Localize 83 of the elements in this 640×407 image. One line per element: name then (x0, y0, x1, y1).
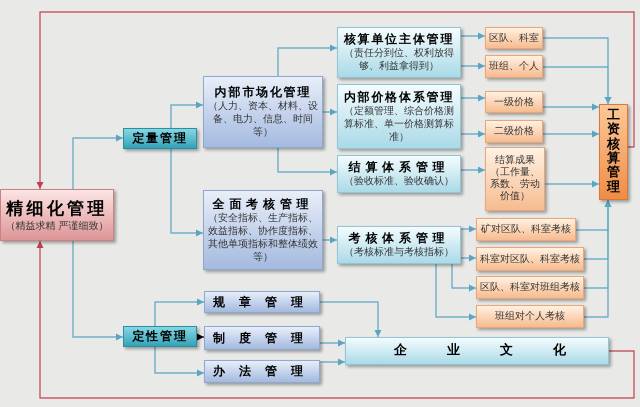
connector-arrow (451, 264, 476, 292)
box-title: 内部价格体系管理 (344, 90, 454, 104)
box-text: 班组对个人考核 (495, 310, 565, 323)
connector-arrow (197, 334, 204, 340)
box-title: 核算单位主体管理 (344, 32, 454, 47)
connector-arrow (461, 130, 485, 138)
vertical-title: 工资核算管理 (607, 109, 620, 195)
box-text: 班组、个人 (489, 60, 539, 73)
box-text: 区队、科室 (489, 32, 539, 44)
box-description: （安全指标、生产指标、效益指标、协作度指标、其他单项指标和整体绩效等） (207, 212, 319, 264)
connector-arrow (320, 340, 345, 346)
connector-arrow (543, 104, 599, 110)
box-title: 定性管理 (132, 329, 188, 344)
connector-arrow (154, 298, 204, 326)
system-box (337, 27, 461, 78)
connector-arrow (323, 108, 337, 116)
item-box (485, 147, 545, 211)
connector-arrow (543, 66, 612, 104)
box-description: （定额管理、综合价格测算标准、单一价格测算标准） (343, 104, 455, 144)
management-box (204, 326, 320, 350)
banner-title: 企业文化 (392, 343, 606, 359)
connector-arrow (72, 134, 123, 189)
connector-arrow (323, 236, 337, 244)
connector-arrow (277, 148, 337, 176)
box-text: 一级价格 (494, 96, 534, 108)
connector-arrow (461, 62, 485, 70)
management-box (203, 76, 323, 148)
item-box (485, 55, 543, 78)
item-box (485, 91, 543, 113)
management-box (203, 190, 323, 270)
connector-arrow (170, 102, 203, 128)
connector-arrow (435, 264, 476, 320)
connector-arrow (461, 254, 476, 262)
box-title: 规章管理 (212, 294, 317, 310)
box-title: 考核体系管理 (348, 231, 450, 246)
item-box (485, 27, 543, 49)
connector-arrow (461, 226, 476, 232)
management-box (204, 360, 320, 383)
box-description: （责任分到位、权利放得够、利益拿得到） (343, 47, 455, 73)
connector-arrow (320, 301, 382, 337)
item-box (485, 120, 543, 143)
item-box (476, 218, 576, 241)
connector-arrow (461, 166, 485, 174)
box-title: 办法管理 (212, 364, 317, 379)
box-description: （验收标准、验收确认） (344, 175, 454, 188)
management-box (204, 291, 320, 313)
box-title: 全面考核管理 (212, 196, 314, 212)
item-box (476, 276, 584, 299)
connector-arrow (543, 130, 599, 138)
box-title: 定量管理 (132, 131, 188, 146)
system-box (337, 226, 461, 264)
connector-arrow (584, 200, 612, 318)
connector-arrow (461, 94, 485, 102)
connector-arrow (170, 149, 203, 236)
connector-arrow (545, 180, 599, 188)
concept-box (0, 189, 114, 241)
box-description: （人力、资本、材料、设备、电力、信息、时间等） (207, 100, 319, 139)
payroll-box (599, 104, 628, 200)
box-title: 结算体系管理 (348, 160, 450, 175)
box-text: 区队、科室对班组考核 (480, 281, 580, 294)
item-box (476, 305, 584, 328)
connector-arrow (461, 32, 485, 40)
connector-arrow (154, 347, 204, 376)
connector-arrow (277, 44, 337, 76)
connector-arrow (72, 241, 123, 340)
box-description: （工作量、系数、劳动价值） (489, 167, 541, 203)
culture-banner (345, 337, 609, 365)
box-title: 精细化管理 (6, 198, 108, 220)
item-box (476, 247, 584, 271)
box-title: 内部市场化管理 (214, 85, 312, 100)
box-title: 制度管理 (212, 330, 317, 346)
system-box (337, 155, 461, 193)
box-description: （考核标准与考核指标） (344, 246, 454, 259)
box-description: （精益求精 严谨细致） (5, 220, 109, 232)
box-text: 科室对区队、科室考核 (480, 252, 580, 266)
category-box (123, 326, 197, 347)
feedback-arrow (36, 11, 635, 189)
system-box (337, 84, 461, 149)
connector-arrow (320, 358, 345, 366)
box-text: 二级价格 (494, 125, 534, 138)
box-text: 矿对区队、科室考核 (481, 223, 571, 236)
category-box (123, 128, 197, 149)
box-text: 结算成果 (495, 155, 535, 167)
